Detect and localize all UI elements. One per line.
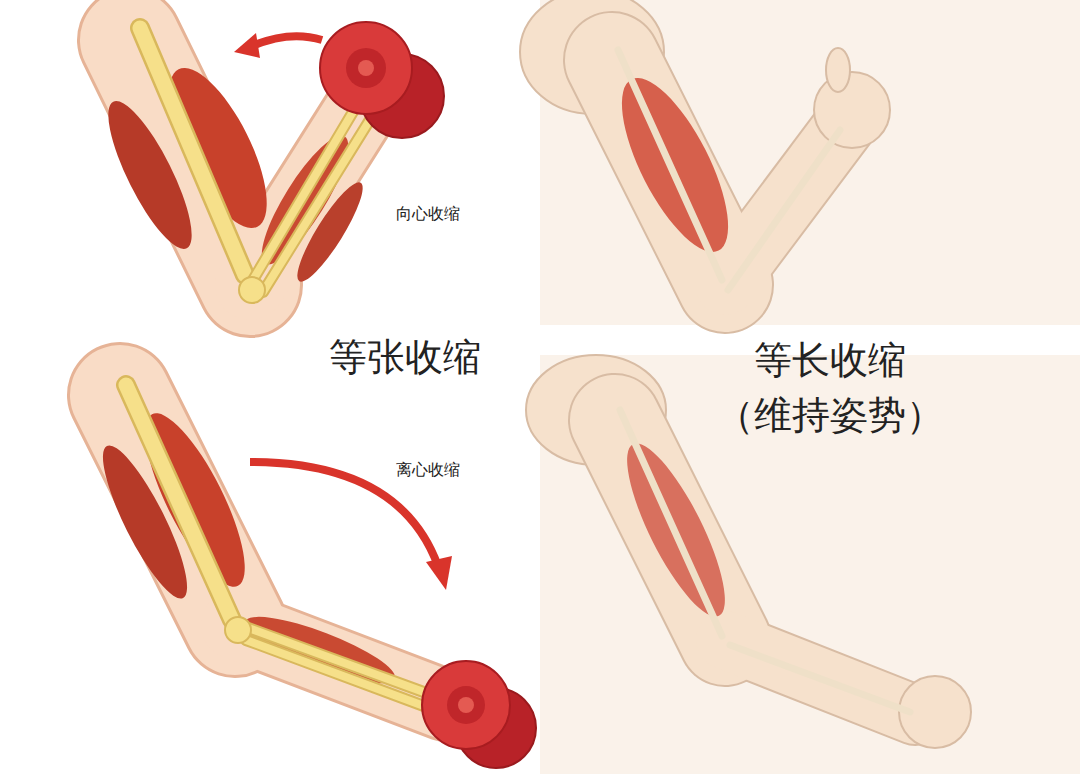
label: （维持姿势） [716, 393, 944, 439]
elbow-joint [225, 617, 251, 643]
dumbbell [346, 48, 386, 88]
arrow-head [426, 556, 452, 590]
thumb [826, 48, 850, 92]
panel-ground [540, 0, 1080, 325]
forearm-bones [240, 625, 440, 712]
arm-isometric-straight [526, 355, 971, 748]
bones [618, 50, 840, 290]
arrow-head [234, 33, 260, 58]
bone-outline [240, 625, 440, 712]
biceps-muscle [601, 64, 749, 266]
dumbbell [447, 686, 485, 724]
label: 向心收缩 [396, 204, 460, 223]
bone-outline [250, 100, 376, 292]
label: 等长收缩 [754, 338, 906, 384]
motion-arrow [252, 36, 322, 46]
label: 等张收缩 [329, 335, 481, 381]
label: 离心收缩 [396, 460, 460, 479]
dumbbell [422, 661, 510, 749]
bones [620, 410, 910, 712]
bone-outline [126, 385, 232, 620]
dumbbell [320, 22, 412, 114]
bone-outline [140, 28, 245, 275]
elbow-joint [239, 277, 265, 303]
forearm-bones [250, 100, 376, 292]
panel-ground [540, 355, 1080, 774]
arm-concentric [94, 22, 444, 303]
humerus-bone [140, 28, 245, 275]
dumbbell [458, 697, 474, 713]
fist [814, 72, 890, 148]
humerus-bone [126, 385, 232, 620]
arm-isometric-bent [520, 0, 890, 290]
dumbbell [358, 60, 374, 76]
arm-eccentric [89, 385, 536, 768]
